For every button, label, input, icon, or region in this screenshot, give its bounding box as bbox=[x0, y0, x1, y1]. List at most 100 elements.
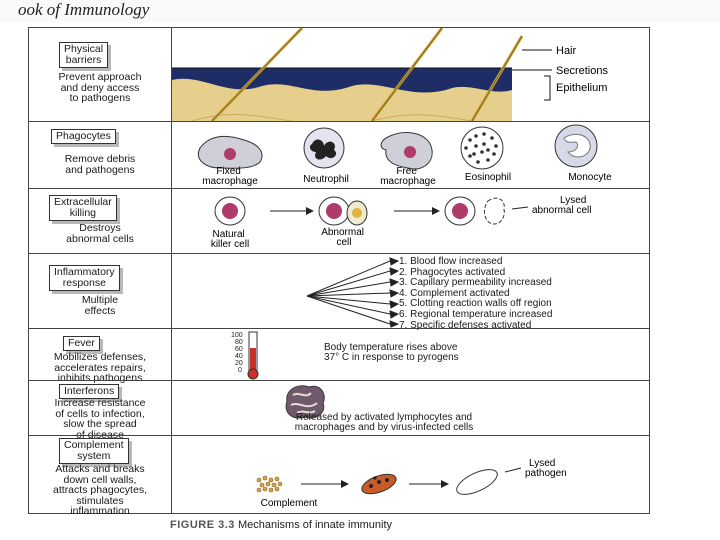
hair-label: Hair bbox=[556, 45, 577, 57]
category-description: Mobilizes defenses, accelerates repairs,… bbox=[29, 352, 171, 384]
monocyte-cell bbox=[554, 124, 598, 168]
figure-frame: Physical barriers Prevent approach and d… bbox=[28, 27, 650, 516]
category-column: Physical barriers Prevent approach and d… bbox=[29, 28, 172, 516]
complement-illustration: Complement Lysed pathogen bbox=[256, 458, 567, 508]
epithelium-layer bbox=[172, 78, 512, 121]
row-divider bbox=[29, 188, 649, 189]
desc-line: attracts phagocytes, bbox=[53, 484, 147, 496]
category-label: Phagocytes bbox=[51, 129, 116, 144]
label-line: system bbox=[77, 450, 111, 462]
interferon-line: Released by activated lymphocytes and bbox=[295, 412, 473, 423]
inflammation-arrows bbox=[306, 257, 400, 328]
interferon-molecule bbox=[285, 385, 325, 419]
scale-label: 0 bbox=[238, 367, 242, 374]
label-line: response bbox=[62, 277, 106, 289]
list-item: 1. Blood flow increased bbox=[399, 256, 503, 267]
row-divider bbox=[29, 253, 649, 254]
category-description: Prevent approach and deny access to path… bbox=[29, 72, 171, 104]
fever-line: Body temperature rises above bbox=[324, 342, 458, 353]
label-line: killing bbox=[69, 207, 97, 219]
label-line: barriers bbox=[65, 54, 102, 66]
label-line: Interferons bbox=[64, 385, 115, 397]
interferon-text: Released by activated lymphocytes and ma… bbox=[224, 413, 544, 433]
desc-line: effects bbox=[84, 304, 116, 317]
scale-label: 80 bbox=[235, 339, 243, 346]
label-line: Inflammatory bbox=[54, 266, 115, 278]
interferon-line: macrophages and by virus-infected cells bbox=[294, 422, 474, 433]
label-line: Physical bbox=[64, 43, 104, 55]
desc-line: stimulates bbox=[76, 494, 124, 507]
book-title: ook of Immunology bbox=[18, 0, 150, 19]
fixed-macrophage-label: Fixed macrophage bbox=[202, 166, 258, 187]
category-description: Destroys abnormal cells bbox=[29, 223, 171, 244]
row-divider bbox=[29, 380, 649, 381]
lysed-abnormal-label: Lysed abnormal cell bbox=[532, 195, 591, 216]
row-divider bbox=[29, 121, 649, 122]
row-divider bbox=[29, 328, 649, 329]
page-header: ook of Immunology bbox=[0, 0, 720, 22]
epithelium-label: Epithelium bbox=[556, 82, 607, 94]
fever-text: Body temperature rises above 37° C in re… bbox=[324, 343, 459, 363]
list-item: 4. Complement activated bbox=[399, 287, 510, 299]
label-line: Complement bbox=[64, 439, 124, 451]
fever-line: 37° C in response to pyrogens bbox=[324, 352, 459, 363]
desc-line: inhibits pathogens bbox=[57, 372, 143, 384]
desc-line: Increase resistance bbox=[54, 397, 146, 409]
scale-label: 20 bbox=[235, 360, 243, 367]
skin-barrier-illustration: Hair Secretions Epithelium bbox=[172, 28, 649, 121]
category-label: Fever bbox=[63, 336, 100, 351]
lysed-abnormal-cell bbox=[483, 197, 505, 225]
category-label: Interferons bbox=[59, 384, 120, 399]
desc-line: Destroys bbox=[79, 222, 121, 234]
eosinophil-label: Eosinophil bbox=[465, 172, 511, 183]
list-item: 7. Specific defenses activated bbox=[399, 319, 532, 331]
desc-line: accelerates repairs, bbox=[54, 361, 146, 374]
scale-label: 40 bbox=[235, 353, 243, 360]
label-line: Extracellular bbox=[54, 196, 112, 208]
desc-line: Attacks and breaks bbox=[55, 463, 145, 475]
category-label: Physical barriers bbox=[59, 42, 109, 68]
desc-line: inflammation bbox=[70, 505, 130, 517]
category-label: Complement system bbox=[59, 438, 129, 464]
nk-cell-label: Natural killer cell bbox=[211, 229, 249, 250]
row-divider bbox=[29, 435, 649, 436]
desc-line: slow the spread bbox=[63, 418, 137, 430]
label-line: Fever bbox=[68, 337, 95, 349]
caption-text: Mechanisms of innate immunity bbox=[234, 519, 393, 531]
list-item: 3. Capillary permeability increased bbox=[399, 277, 552, 289]
desc-line: Remove debris bbox=[64, 153, 136, 165]
neutrophil-label: Neutrophil bbox=[303, 174, 349, 185]
monocyte-label: Monocyte bbox=[568, 172, 612, 183]
complement-proteins bbox=[256, 475, 283, 493]
desc-line: of cells to infection, bbox=[55, 407, 145, 420]
category-description: Multiple effects bbox=[29, 295, 171, 316]
desc-line: Mobilizes defenses, bbox=[53, 351, 147, 363]
scale-label: 60 bbox=[235, 346, 243, 353]
scale-label: 100 bbox=[231, 332, 243, 339]
label-line: Phagocytes bbox=[56, 130, 111, 142]
category-description: Remove debris and pathogens bbox=[29, 154, 171, 175]
abnormal-cell-label: Abnormal cell bbox=[321, 227, 367, 248]
free-macrophage-label: Free macrophage bbox=[380, 166, 436, 187]
lysed-pathogen bbox=[456, 469, 498, 495]
category-description: Increase resistance of cells to infectio… bbox=[29, 398, 171, 440]
category-label: Inflammatory response bbox=[49, 265, 120, 291]
extracellular-killing-illustration: Natural killer cell Abnormal cell Lysed … bbox=[211, 195, 592, 250]
secretions-label: Secretions bbox=[556, 65, 608, 77]
category-label: Extracellular killing bbox=[49, 195, 117, 221]
desc-line: Multiple bbox=[81, 294, 119, 306]
figure-number: FIGURE 3.3 bbox=[170, 519, 235, 531]
desc-line: down cell walls, bbox=[63, 473, 137, 486]
lysed-pathogen-label: Lysed pathogen bbox=[525, 458, 567, 479]
inflammation-effects-list: 1. Blood flow increased 2. Phagocytes ac… bbox=[399, 256, 553, 331]
list-item: 6. Regional temperature increased bbox=[399, 308, 553, 320]
figure-caption: FIGURE 3.3 Mechanisms of innate immunity bbox=[170, 519, 392, 531]
thermometer-illustration: 100 80 60 40 20 0 bbox=[231, 331, 259, 380]
list-item: 5. Clotting reaction walls off region bbox=[399, 298, 552, 310]
desc-line: of disease bbox=[76, 428, 124, 441]
desc-line: to pathogens bbox=[69, 92, 131, 104]
arrow-fan bbox=[306, 257, 400, 328]
complement-label: Complement bbox=[261, 498, 318, 508]
desc-line: Prevent approach bbox=[58, 71, 142, 83]
phagocytes-illustration: Fixed macrophage Neutrophil Free macroph… bbox=[198, 124, 612, 187]
